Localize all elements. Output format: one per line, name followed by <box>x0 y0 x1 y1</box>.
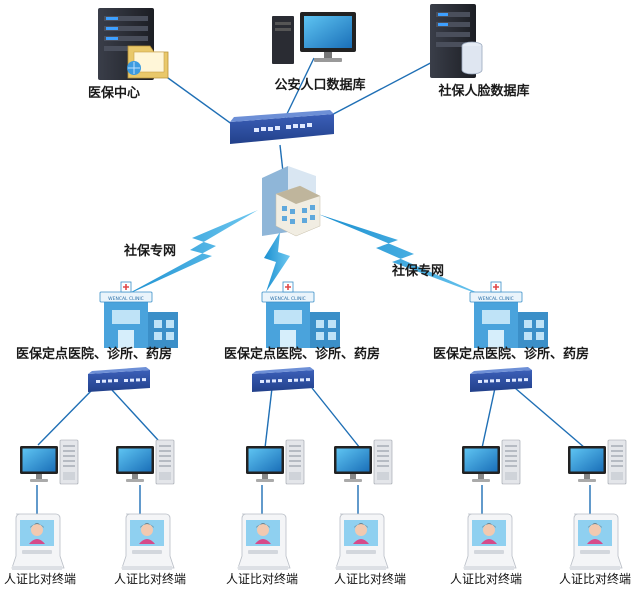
clinic-building-icon: WENCAL CLINIC <box>99 281 178 348</box>
police-db-label: 公安人口数据库 <box>274 78 366 93</box>
terminal-label: 人证比对终端 <box>113 572 187 586</box>
branch-2-label: 医保定点医院、诊所、药房 <box>223 347 381 362</box>
social-face-db-server-icon <box>430 4 483 78</box>
lightning-mid-icon <box>264 232 290 292</box>
face-verification-terminal-icon <box>11 513 65 570</box>
face-verification-terminal-icon <box>463 513 517 570</box>
clinic-sign-text: WENCAL CLINIC <box>270 296 306 302</box>
terminal-label: 人证比对终端 <box>558 572 632 586</box>
lightning-right-icon <box>318 214 494 300</box>
medical-center-label: 医保中心 <box>87 86 141 101</box>
branch-switch-icon <box>88 367 150 392</box>
terminal-label: 人证比对终端 <box>225 572 299 586</box>
clinic-building-icon: WENCAL CLINIC <box>261 281 340 348</box>
police-db-computer-icon <box>272 12 356 64</box>
branch-1-label: 医保定点医院、诊所、药房 <box>15 347 173 362</box>
lightning-links <box>120 210 494 300</box>
terminal-label: 人证比对终端 <box>449 572 523 586</box>
connection-lines <box>36 57 591 517</box>
desktop-computer-icon <box>462 439 521 485</box>
clinic-sign-text: WENCAL CLINIC <box>478 296 514 302</box>
branch-3-label: 医保定点医院、诊所、药房 <box>432 347 590 362</box>
clinic-building-icon: WENCAL CLINIC <box>469 281 548 348</box>
desktop-computer-icon <box>116 439 175 485</box>
clinic-sign-text: WENCAL CLINIC <box>108 296 144 302</box>
desktop-computer-icon <box>20 439 79 485</box>
branch-switch-icon <box>252 367 314 392</box>
desktop-computer-icon <box>334 439 393 485</box>
social-face-db-label: 社保人脸数据库 <box>438 84 530 99</box>
network-label-right: 社保专网 <box>391 264 445 279</box>
desktop-computer-icon <box>568 439 627 485</box>
face-verification-terminal-icon <box>569 513 623 570</box>
terminal-label: 人证比对终端 <box>3 572 77 586</box>
face-verification-terminal-icon <box>121 513 175 570</box>
face-verification-terminal-icon <box>335 513 389 570</box>
central-building-icon <box>262 166 321 237</box>
desktop-computer-icon <box>246 439 305 485</box>
face-verification-terminal-icon <box>237 513 291 570</box>
network-label-left: 社保专网 <box>123 244 177 259</box>
medical-center-server-icon <box>98 8 169 80</box>
core-switch-icon <box>230 110 334 144</box>
branch-switch-icon <box>470 367 532 392</box>
terminal-label: 人证比对终端 <box>333 572 407 586</box>
